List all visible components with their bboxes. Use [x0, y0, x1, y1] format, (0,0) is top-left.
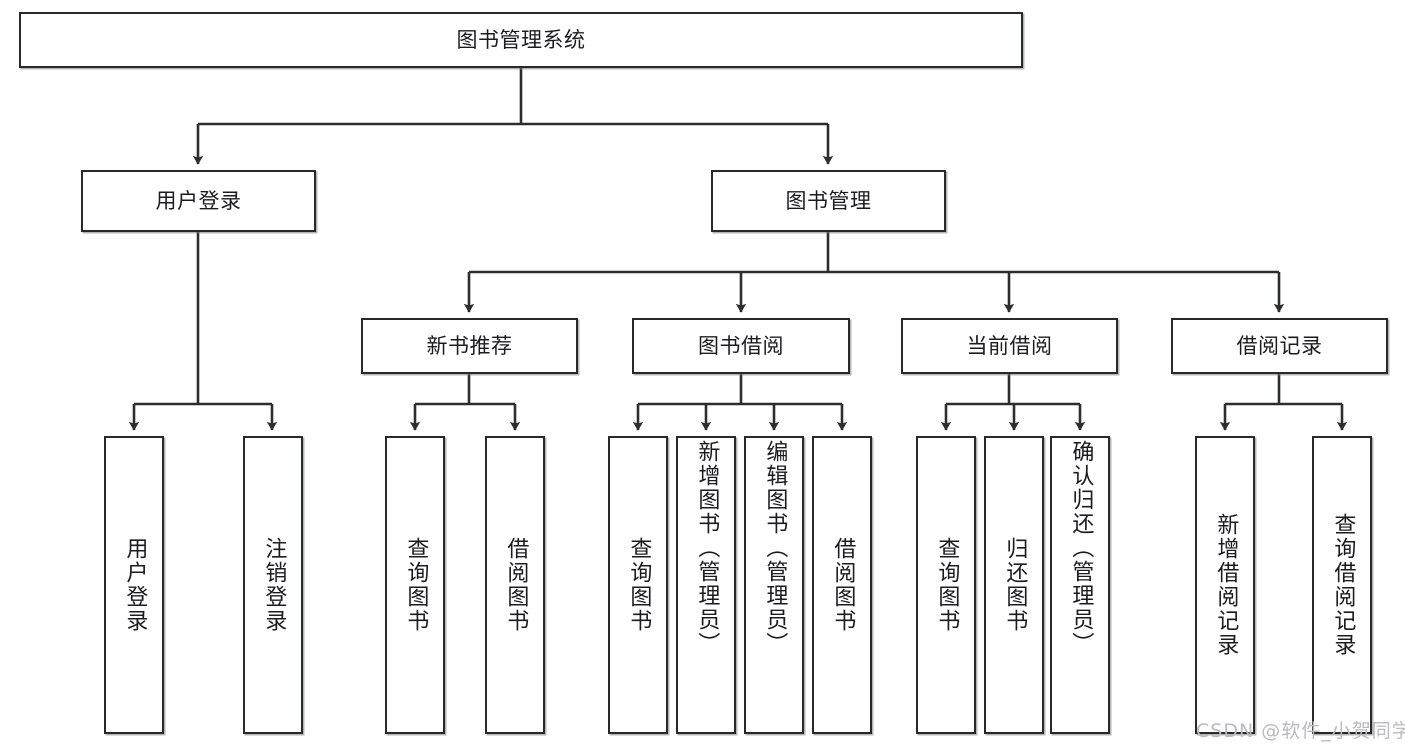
node-user-login[interactable]: 用户登录	[81, 170, 316, 232]
node-book-borrow[interactable]: 图书借阅	[632, 318, 850, 374]
leaf-query-book-nbr-label: 查询图书	[403, 537, 429, 633]
node-user-login-label: 用户登录	[155, 188, 242, 213]
leaf-confirm-return-admin[interactable]: 确认归还（管理员）	[1050, 436, 1110, 734]
leaf-query-book-cb-label: 查询图书	[934, 537, 960, 633]
leaf-user-login[interactable]: 用户登录	[104, 436, 164, 734]
leaf-query-borrow-record[interactable]: 查询借阅记录	[1312, 436, 1372, 734]
leaf-add-book-admin-label: 新增图书（管理员）	[694, 440, 720, 656]
node-new-book-recommend-label: 新书推荐	[426, 333, 513, 358]
leaf-query-book-cb[interactable]: 查询图书	[916, 436, 976, 734]
leaf-add-book-admin[interactable]: 新增图书（管理员）	[676, 436, 736, 734]
leaf-edit-book-admin-label: 编辑图书（管理员）	[762, 440, 788, 656]
leaf-query-book-nbr[interactable]: 查询图书	[385, 436, 445, 734]
leaf-borrow-book-nbr-label: 借阅图书	[503, 537, 529, 633]
node-current-borrow[interactable]: 当前借阅	[901, 318, 1118, 374]
node-current-borrow-label: 当前借阅	[966, 333, 1053, 358]
leaf-return-book-label: 归还图书	[1002, 537, 1028, 633]
leaf-logout[interactable]: 注销登录	[243, 436, 303, 734]
node-borrow-record[interactable]: 借阅记录	[1171, 318, 1388, 374]
leaf-add-borrow-record[interactable]: 新增借阅记录	[1195, 436, 1255, 734]
node-book-management-label: 图书管理	[785, 188, 872, 213]
leaf-return-book[interactable]: 归还图书	[984, 436, 1044, 734]
leaf-borrow-book-nbr[interactable]: 借阅图书	[485, 436, 545, 734]
node-book-borrow-label: 图书借阅	[698, 333, 784, 358]
leaf-borrow-book-bb[interactable]: 借阅图书	[812, 436, 872, 734]
leaf-confirm-return-admin-label: 确认归还（管理员）	[1068, 440, 1094, 656]
leaf-query-borrow-record-label: 查询借阅记录	[1330, 513, 1356, 657]
node-new-book-recommend[interactable]: 新书推荐	[361, 318, 578, 374]
leaf-add-borrow-record-label: 新增借阅记录	[1213, 513, 1239, 657]
leaf-edit-book-admin[interactable]: 编辑图书（管理员）	[744, 436, 804, 734]
leaf-user-login-label: 用户登录	[122, 537, 148, 633]
leaf-borrow-book-bb-label: 借阅图书	[830, 537, 856, 633]
leaf-query-book-bb-label: 查询图书	[626, 537, 652, 633]
node-book-management[interactable]: 图书管理	[711, 170, 946, 232]
leaf-logout-label: 注销登录	[261, 537, 287, 633]
node-borrow-record-label: 借阅记录	[1236, 333, 1323, 358]
leaf-query-book-bb[interactable]: 查询图书	[608, 436, 668, 734]
node-root-label: 图书管理系统	[456, 27, 586, 52]
node-root[interactable]: 图书管理系统	[19, 12, 1023, 68]
